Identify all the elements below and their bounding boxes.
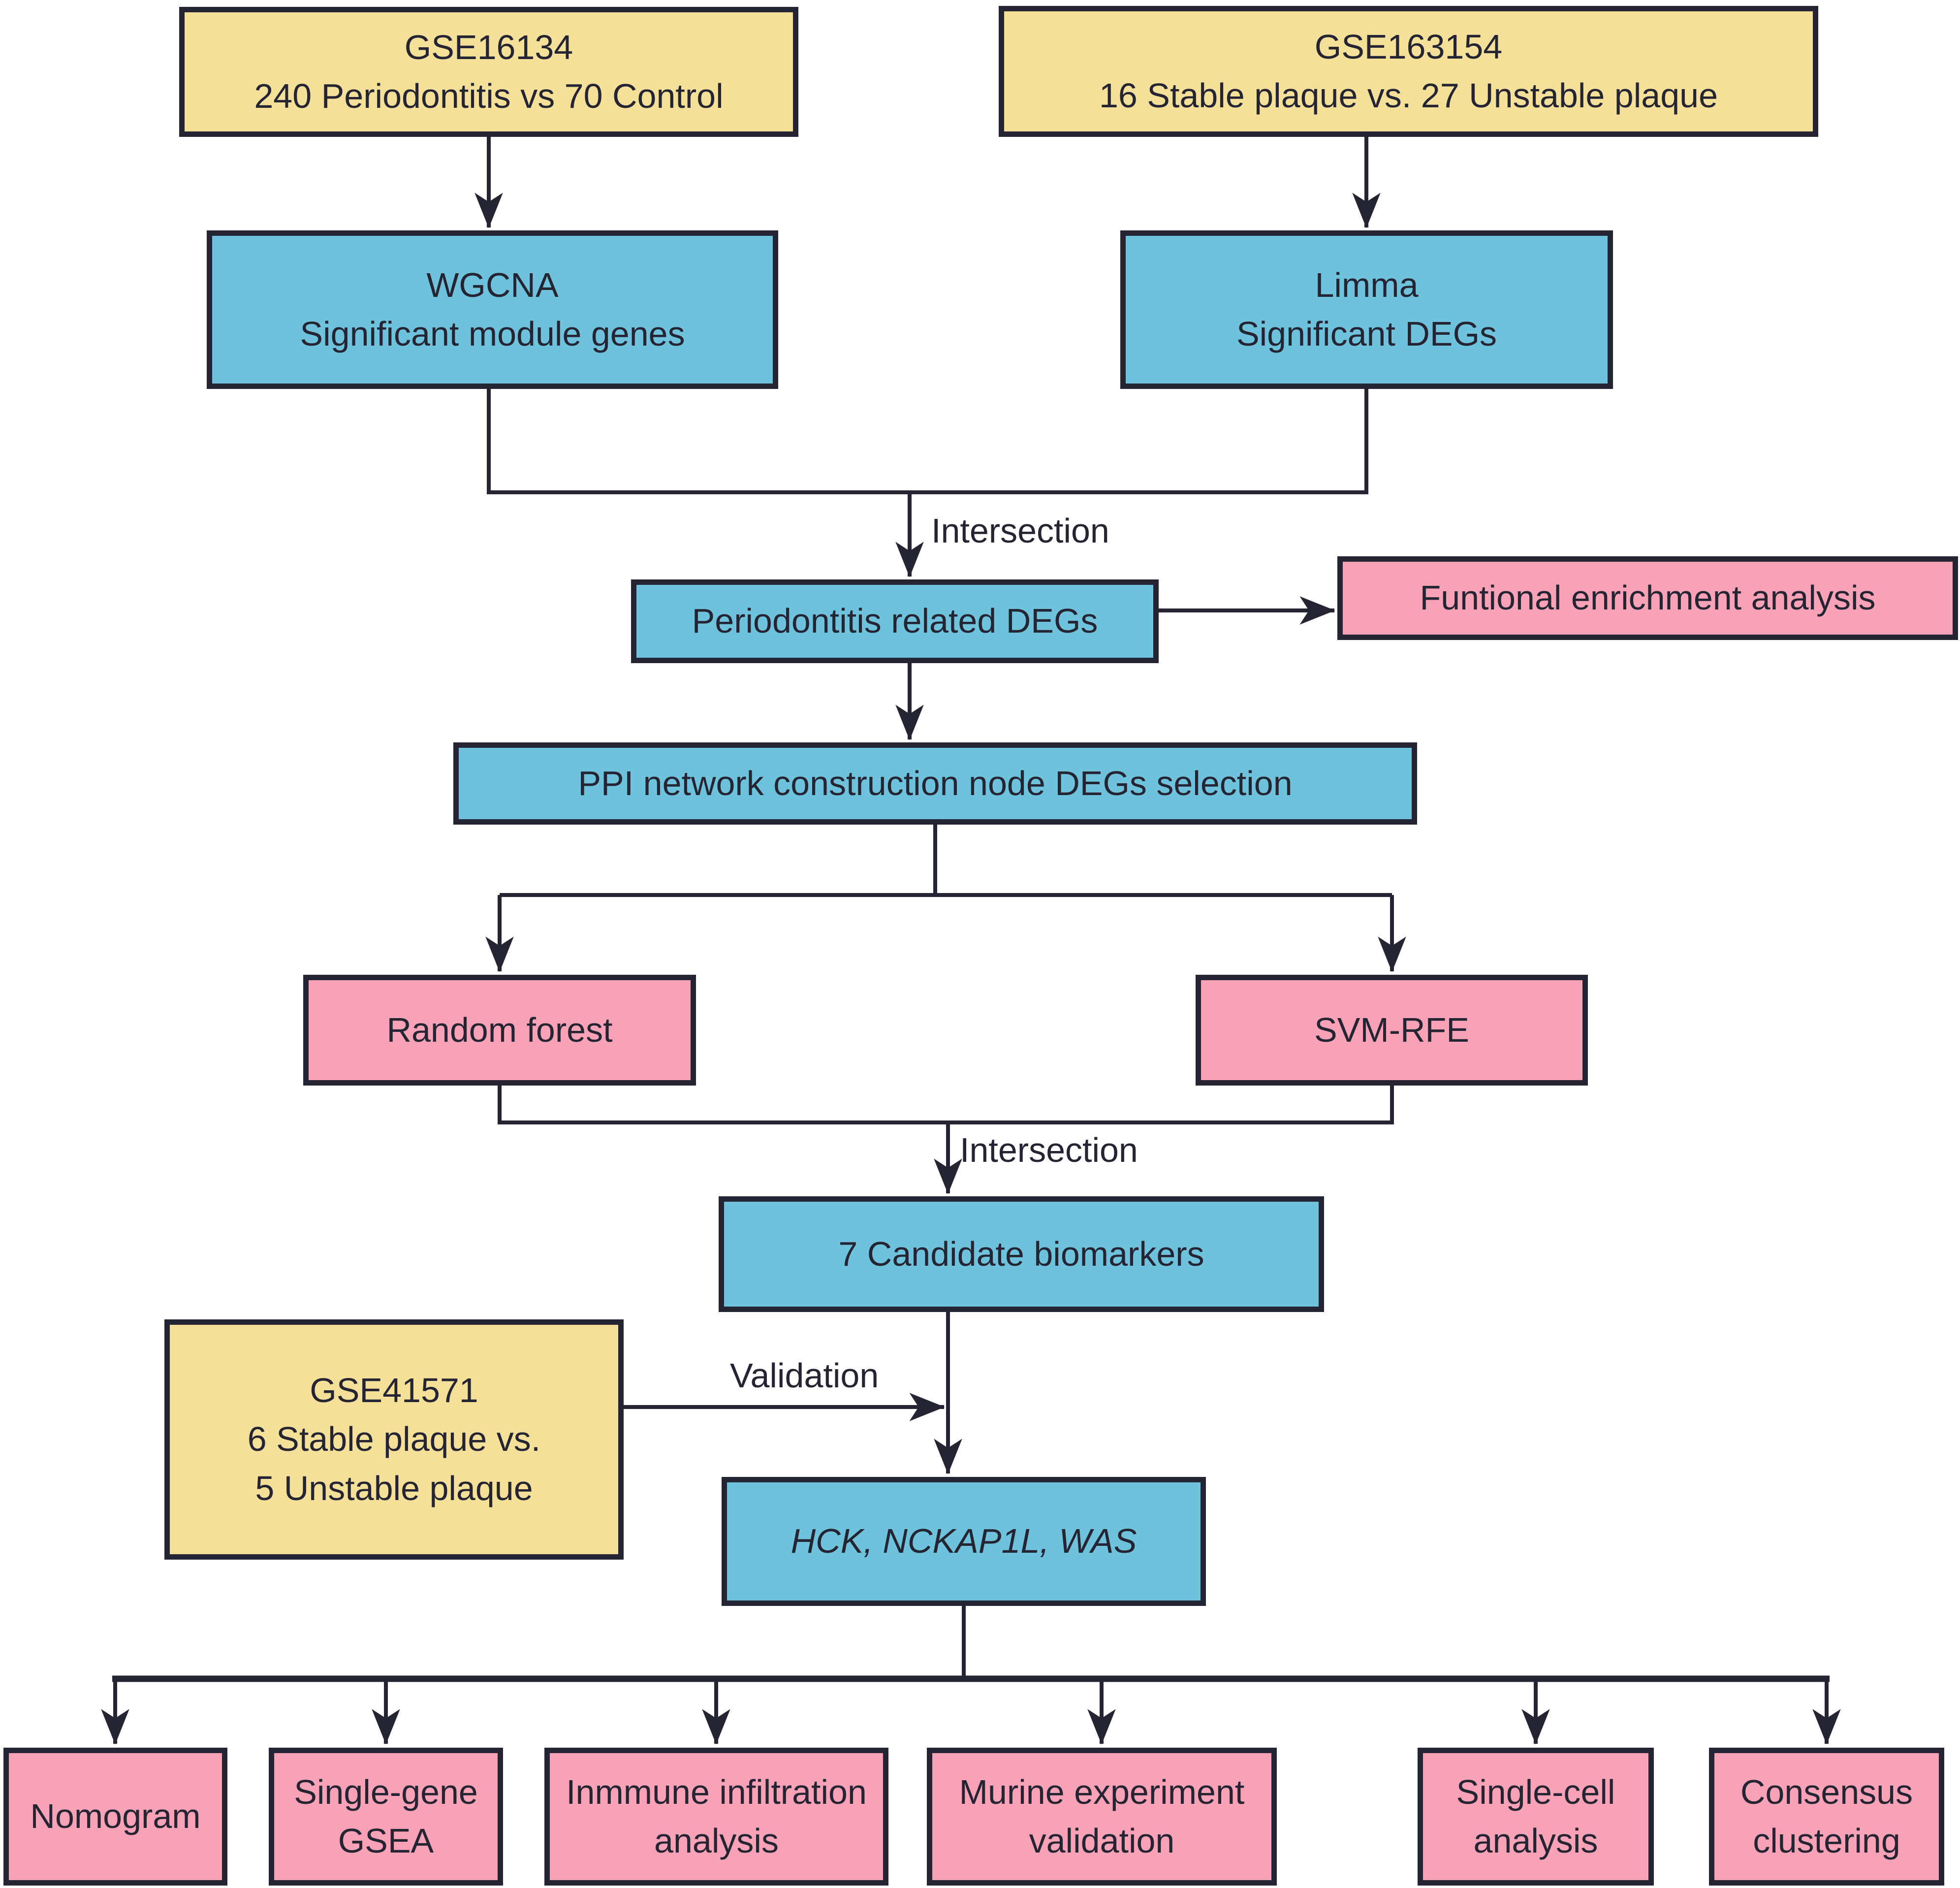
node-gse16134-line1: GSE16134 [404,28,573,66]
node-immune-infiltration-line1: Inmmune infiltration [566,1772,867,1811]
node-single-cell: Single-cell analysis [1418,1748,1654,1886]
node-wgcna-line2: Significant module genes [300,315,685,353]
node-wgcna: WGCNA Significant module genes [207,230,778,389]
node-ppi-network-line1: PPI network construction node DEGs selec… [578,764,1293,802]
node-hub-genes: HCK, NCKAP1L, WAS [722,1477,1206,1606]
node-nomogram: Nomogram [3,1748,227,1886]
node-single-gene-gsea-line1: Single-gene [294,1772,478,1811]
node-consensus-clustering-line2: clustering [1753,1822,1900,1860]
node-hub-genes-line1: HCK, NCKAP1L, WAS [790,1522,1137,1561]
node-gse163154: GSE163154 16 Stable plaque vs. 27 Unstab… [999,6,1818,137]
node-gse41571-line3: 5 Unstable plaque [255,1469,533,1507]
node-random-forest-line1: Random forest [386,1010,613,1049]
node-consensus-clustering: Consensus clustering [1709,1748,1944,1886]
node-consensus-clustering-line1: Consensus [1740,1772,1913,1811]
node-wgcna-line1: WGCNA [426,265,559,304]
node-gse41571-line1: GSE41571 [310,1371,478,1409]
merge-line-rf-svm [498,1086,1394,1124]
node-immune-infiltration-line2: analysis [654,1822,779,1860]
node-limma: Limma Significant DEGs [1120,230,1613,389]
node-periodontitis-degs-line1: Periodontitis related DEGs [692,602,1098,640]
node-gse163154-line1: GSE163154 [1314,27,1503,66]
node-gse41571-line2: 6 Stable plaque vs. [247,1420,541,1459]
node-murine-validation-line2: validation [1029,1822,1175,1860]
node-gse16134-line2: 240 Periodontitis vs 70 Control [254,77,724,115]
node-functional-enrichment-line1: Funtional enrichment analysis [1420,578,1876,617]
node-ppi-network: PPI network construction node DEGs selec… [453,742,1417,825]
label-validation: Validation [730,1356,879,1395]
node-random-forest: Random forest [303,975,696,1086]
node-single-cell-line2: analysis [1473,1822,1598,1860]
node-periodontitis-degs: Periodontitis related DEGs [631,579,1159,663]
node-gse16134: GSE16134 240 Periodontitis vs 70 Control [179,7,798,137]
node-single-gene-gsea: Single-gene GSEA [269,1748,503,1886]
node-candidate-biomarkers-line1: 7 Candidate biomarkers [838,1234,1204,1273]
node-limma-line1: Limma [1315,265,1419,304]
node-gse163154-line2: 16 Stable plaque vs. 27 Unstable plaque [1099,76,1718,115]
node-single-gene-gsea-line2: GSEA [338,1822,434,1860]
node-immune-infiltration: Inmmune infiltration analysis [544,1748,888,1886]
merge-line-wgcna-limma [487,389,1368,494]
node-gse41571: GSE41571 6 Stable plaque vs. 5 Unstable … [164,1319,624,1560]
node-candidate-biomarkers: 7 Candidate biomarkers [719,1196,1324,1312]
node-svm-rfe: SVM-RFE [1196,975,1588,1086]
node-single-cell-line1: Single-cell [1456,1772,1615,1811]
node-svm-rfe-line1: SVM-RFE [1314,1010,1469,1049]
node-functional-enrichment: Funtional enrichment analysis [1337,556,1958,640]
label-intersection-bottom: Intersection [960,1131,1138,1169]
node-limma-line2: Significant DEGs [1236,315,1497,353]
label-intersection-top: Intersection [931,512,1109,550]
node-murine-validation: Murine experiment validation [927,1748,1277,1886]
node-murine-validation-line1: Murine experiment [959,1772,1245,1811]
node-nomogram-line1: Nomogram [30,1797,201,1836]
